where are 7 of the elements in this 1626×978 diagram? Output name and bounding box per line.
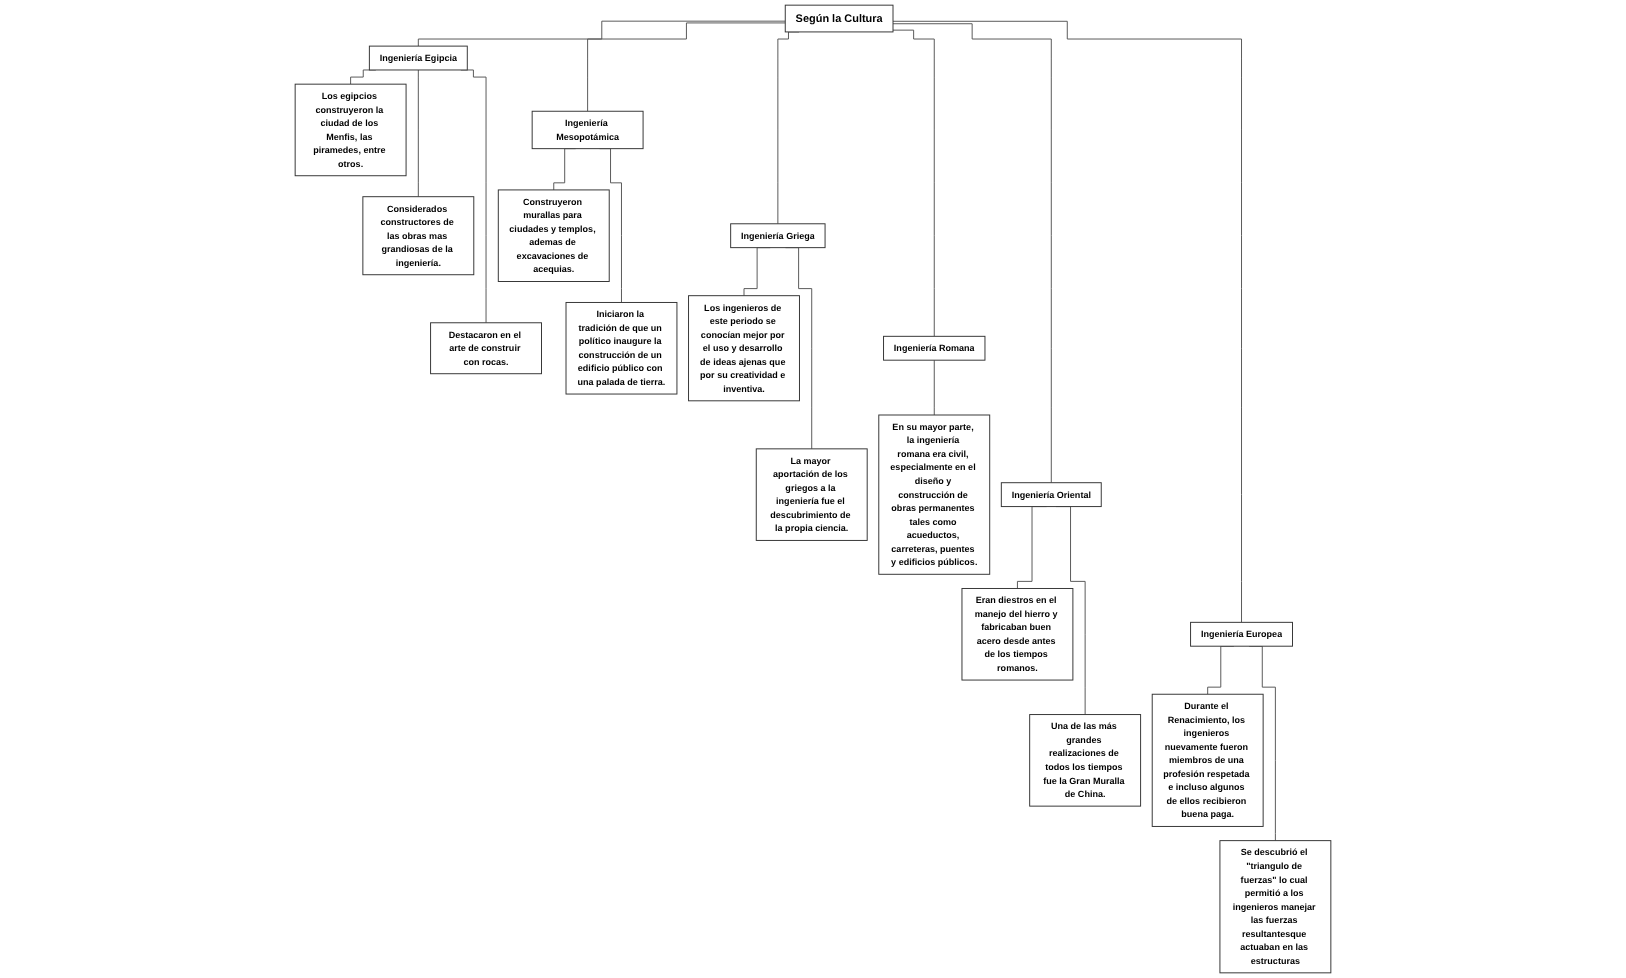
connector bbox=[892, 29, 935, 337]
connector bbox=[587, 22, 786, 112]
connector bbox=[417, 69, 419, 198]
connector bbox=[417, 20, 786, 47]
connector bbox=[892, 23, 1052, 484]
connector bbox=[933, 359, 935, 416]
connector bbox=[892, 20, 1242, 623]
